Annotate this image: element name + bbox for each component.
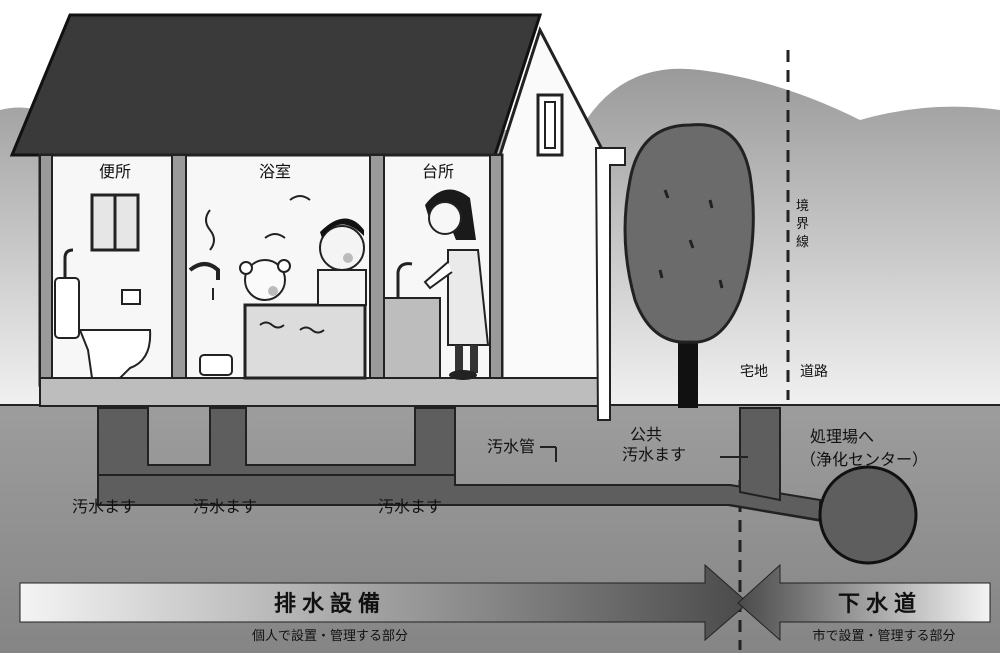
sewer-arrow xyxy=(737,563,991,642)
bathroom-room xyxy=(188,195,367,380)
faucet xyxy=(188,262,220,280)
public-catch-basin-label-line1: 公共 xyxy=(630,425,662,444)
underground-pipes xyxy=(97,407,846,527)
public-catch-basin xyxy=(739,407,781,502)
sewer-subtitle: 市で設置・管理する部分 xyxy=(812,628,955,644)
toilet-room xyxy=(54,193,152,379)
wall-divider xyxy=(369,154,385,386)
room-label-bathroom: 浴室 xyxy=(259,162,291,181)
treatment-plant-label-line1: 処理場へ xyxy=(810,427,874,446)
wall-divider xyxy=(489,154,503,386)
woman-apron xyxy=(447,249,490,346)
house-roof xyxy=(9,13,543,157)
toilet-tank xyxy=(54,277,80,339)
treatment-plant-label-line2: （浄化センター） xyxy=(800,450,928,469)
paper-holder xyxy=(121,289,141,305)
catch-basin-label-3: 汚水ます xyxy=(378,497,442,516)
bathtub xyxy=(243,303,367,380)
house-floor xyxy=(39,377,606,407)
woman-head xyxy=(428,201,462,235)
wall-divider xyxy=(39,154,53,386)
boundary-line-label-char: 界 xyxy=(796,217,809,232)
kitchen-counter xyxy=(383,297,441,379)
sewer-title: 下水道 xyxy=(838,591,922,617)
svg-text:境界線: 境界線 xyxy=(796,199,809,250)
tree-trunk xyxy=(678,330,698,408)
drainage-facility-arrow xyxy=(19,563,749,642)
wall-divider xyxy=(171,154,187,386)
residential-land-label: 宅地 xyxy=(740,364,768,380)
downspout xyxy=(594,147,626,421)
tree-canopy xyxy=(623,123,755,344)
public-catch-basin-label-line2: 汚水ます xyxy=(622,445,686,464)
drainage-facility-subtitle: 個人で設置・管理する部分 xyxy=(252,628,408,644)
toilet-bowl xyxy=(78,329,152,379)
kitchen-faucet xyxy=(396,262,413,298)
sewer-band: 下水道 市で設置・管理する部分 xyxy=(737,563,991,644)
tree xyxy=(623,123,755,408)
drainage-facility-band: 排水設備 個人で設置・管理する部分 xyxy=(19,563,749,644)
boundary-line-label: 境界線 xyxy=(796,199,809,250)
room-label-kitchen: 台所 xyxy=(422,162,454,181)
bath-stool xyxy=(199,354,233,376)
side-window xyxy=(536,93,564,157)
pipe-vertical xyxy=(63,248,74,278)
kitchen-room xyxy=(383,189,490,380)
sewage-pipe-label: 汚水管 xyxy=(487,437,535,456)
father-head xyxy=(319,225,365,271)
boundary-line-label-char: 線 xyxy=(796,234,809,250)
boundary-line-label-char: 境 xyxy=(796,199,809,214)
sewer-main-pipe-section xyxy=(818,465,918,565)
drainage-facility-title: 排水設備 xyxy=(274,591,386,617)
room-label-toilet: 便所 xyxy=(99,162,131,181)
road-label: 道路 xyxy=(800,364,828,380)
catch-basin-label-1: 汚水ます xyxy=(72,497,136,516)
catch-basin-label-2: 汚水ます xyxy=(193,497,257,516)
